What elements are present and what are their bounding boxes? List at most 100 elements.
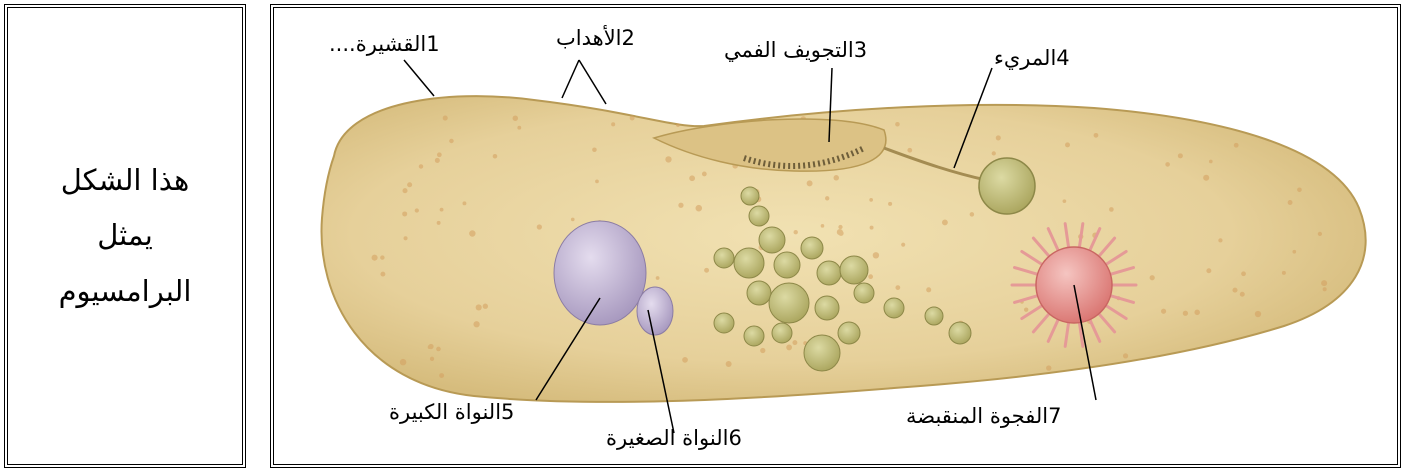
food-vacuole [714, 248, 734, 268]
food-vacuole [804, 335, 840, 371]
granule [1321, 280, 1327, 286]
granule [428, 345, 432, 349]
granule [1206, 268, 1211, 273]
granule [873, 252, 879, 258]
granule [537, 224, 542, 229]
granule [372, 255, 378, 261]
food-vacuole [949, 322, 971, 344]
granule [907, 148, 912, 153]
granule [942, 220, 948, 226]
granule [400, 359, 407, 366]
granule [821, 224, 825, 228]
granule [1203, 175, 1209, 181]
granule [760, 348, 765, 353]
granule [380, 272, 385, 277]
granule [825, 196, 829, 200]
granule [513, 115, 518, 120]
granule [1165, 162, 1170, 167]
granule [1046, 365, 1051, 370]
label-cilia: الأهداب2 [556, 26, 639, 50]
caption-line-3: البرامسيوم [59, 264, 192, 319]
granule [595, 179, 599, 183]
granule [415, 208, 419, 212]
granule [380, 255, 384, 259]
granule [665, 156, 671, 162]
granule [1282, 271, 1286, 275]
granule [1234, 143, 1239, 148]
granule [996, 135, 1001, 140]
granule [682, 357, 688, 363]
macronucleus [554, 221, 646, 325]
granule [443, 116, 448, 121]
granule [678, 203, 683, 208]
granule [888, 202, 892, 206]
granule [970, 212, 974, 216]
granule [1318, 232, 1322, 236]
granule [439, 373, 444, 378]
granule [571, 218, 575, 222]
food-vacuole [772, 323, 792, 343]
food-vacuole [774, 252, 800, 278]
granule [1194, 310, 1200, 316]
granule [611, 122, 615, 126]
food-vacuole [838, 322, 860, 344]
food-vacuole [744, 326, 764, 346]
food-vacuole [734, 248, 764, 278]
granule [1297, 187, 1302, 192]
granule [1241, 271, 1246, 276]
granule [1323, 287, 1327, 291]
food-vacuole [815, 296, 839, 320]
granule [476, 304, 482, 310]
granule [419, 164, 424, 169]
granule [1094, 133, 1099, 138]
granule [430, 357, 434, 361]
food-vacuole [840, 256, 868, 284]
granule [786, 345, 792, 351]
granule [437, 221, 441, 225]
food-vacuole [925, 307, 943, 325]
granule [838, 225, 842, 229]
granule [1123, 353, 1128, 358]
granule [1232, 288, 1237, 293]
granule [469, 230, 475, 236]
granule [1150, 275, 1155, 280]
granule [656, 276, 660, 280]
granule [462, 201, 466, 205]
granule [407, 182, 412, 187]
label-oral-groove: التجويف الفمي3 [724, 38, 871, 62]
food-vacuole [759, 227, 785, 253]
caption-line-2: يمثل [97, 208, 153, 263]
label-macronucleus: النواة الكبيرة5 [389, 400, 518, 424]
granule [926, 287, 931, 292]
granule [437, 152, 442, 157]
food-vacuole [817, 261, 841, 285]
granule [895, 122, 900, 127]
food-vacuole [749, 206, 769, 226]
food-vacuole [741, 187, 759, 205]
granule [1240, 292, 1245, 297]
granule [592, 147, 597, 152]
granule [869, 198, 873, 202]
granule [473, 321, 479, 327]
granule [517, 126, 521, 130]
granule [895, 285, 900, 290]
granule [483, 304, 488, 309]
granule [704, 268, 709, 273]
granule [1161, 309, 1166, 314]
paramecium-diagram [274, 8, 1397, 464]
caption-box: هذا الشكل يمثل البرامسيوم [4, 4, 246, 468]
granule [435, 158, 440, 163]
granule [838, 231, 843, 236]
granule [1063, 199, 1067, 203]
granule [676, 123, 680, 127]
food-vacuole [747, 281, 771, 305]
granule [1288, 200, 1293, 205]
granule [689, 175, 695, 181]
food-vacuole [801, 237, 823, 259]
granule [449, 139, 454, 144]
granule [868, 274, 873, 279]
micronucleus [637, 287, 673, 335]
granule [901, 243, 905, 247]
granule [402, 211, 407, 216]
granule [402, 188, 407, 193]
